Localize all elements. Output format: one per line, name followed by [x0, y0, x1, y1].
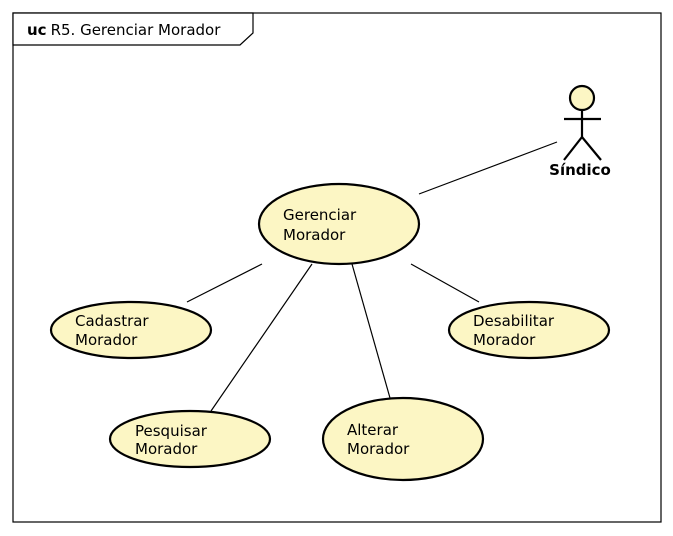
use-case-ellipse — [321, 396, 485, 482]
use-case-label-line2: Morador — [283, 226, 346, 244]
actor-label: Síndico — [549, 161, 611, 179]
use-case-label-line2: Morador — [135, 440, 198, 458]
association-gerenciar-pesquisar — [210, 263, 313, 412]
use-case-label-line2: Morador — [75, 331, 138, 349]
use-case-label-line2: Morador — [473, 331, 536, 349]
association-gerenciar-cadastrar — [186, 263, 263, 303]
use-case-ellipse — [447, 300, 611, 360]
use-case-label-line1: Desabilitar — [473, 312, 555, 330]
use-case-gerenciar-morador[interactable]: Gerenciar Morador — [257, 182, 421, 266]
use-case-pesquisar-morador[interactable]: Pesquisar Morador — [108, 409, 272, 469]
frame-title-text: R5. Gerenciar Morador — [51, 21, 222, 39]
use-case-desabilitar-morador[interactable]: Desabilitar Morador — [447, 300, 611, 360]
use-case-label-line1: Cadastrar — [75, 312, 149, 330]
use-case-ellipse — [49, 300, 213, 360]
use-case-label-line1: Gerenciar — [283, 206, 357, 224]
association-sindico-gerenciar — [418, 141, 558, 195]
use-case-label-line1: Pesquisar — [135, 422, 208, 440]
association-gerenciar-alterar — [351, 263, 391, 399]
use-case-alterar-morador[interactable]: Alterar Morador — [321, 396, 485, 482]
use-case-label-line2: Morador — [347, 440, 410, 458]
frame-title-tab — [12, 12, 254, 46]
actor-legs — [563, 135, 602, 161]
actor-sindico[interactable]: Síndico — [549, 84, 611, 179]
use-case-ellipse — [108, 409, 272, 469]
actor-head — [568, 84, 596, 112]
use-case-label-line1: Alterar — [347, 421, 399, 439]
use-case-ellipse — [257, 182, 421, 266]
frame-keyword: uc — [27, 21, 47, 39]
use-case-cadastrar-morador[interactable]: Cadastrar Morador — [49, 300, 213, 360]
association-gerenciar-desabilitar — [410, 263, 480, 303]
